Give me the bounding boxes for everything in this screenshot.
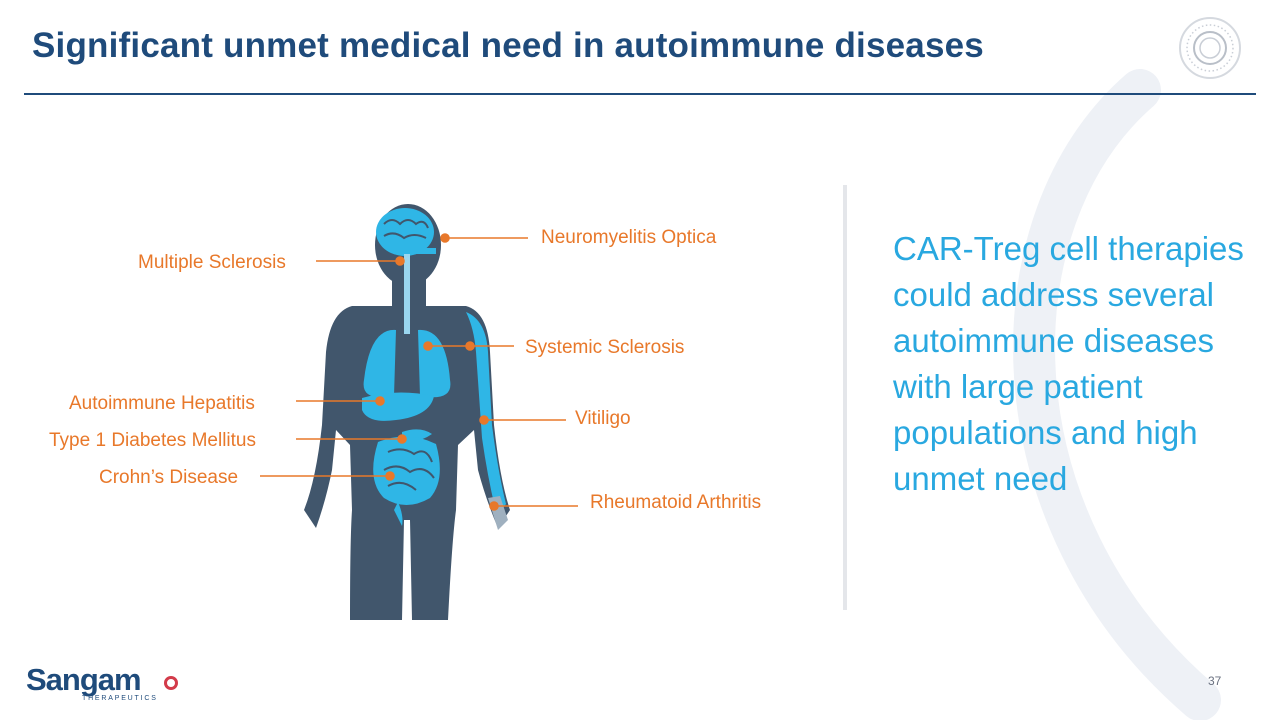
company-logo: Sangam THERAPEUTICS [26, 662, 178, 708]
label-rheumatoid-arthritis: Rheumatoid Arthritis [590, 492, 762, 513]
label-autoimmune-hepatitis: Autoimmune Hepatitis [69, 393, 255, 414]
human-body-illustration [260, 204, 578, 620]
label-systemic-sclerosis: Systemic Sclerosis [525, 337, 685, 358]
page-number: 37 [1208, 674, 1222, 688]
brand-circle-icon [1179, 17, 1241, 79]
label-crohns-disease: Crohn’s Disease [99, 467, 239, 488]
title-underline [24, 93, 1256, 95]
logo-subtitle: THERAPEUTICS [82, 695, 158, 702]
logo-o-icon [164, 676, 178, 690]
callout-text: CAR-Treg cell therapies could address se… [893, 230, 1244, 497]
label-type-1-diabetes: Type 1 Diabetes Mellitus [49, 430, 256, 451]
vertical-divider [843, 185, 847, 610]
label-vitiligo: Vitiligo [575, 408, 631, 429]
label-multiple-sclerosis: Multiple Sclerosis [138, 252, 286, 273]
body-diagram: Neuromyelitis Optica Multiple Sclerosis … [0, 180, 820, 630]
logo-wordmark: Sangam [26, 662, 142, 697]
slide-title: Significant unmet medical need in autoim… [32, 26, 984, 65]
label-neuromyelitis-optica: Neuromyelitis Optica [541, 227, 717, 248]
